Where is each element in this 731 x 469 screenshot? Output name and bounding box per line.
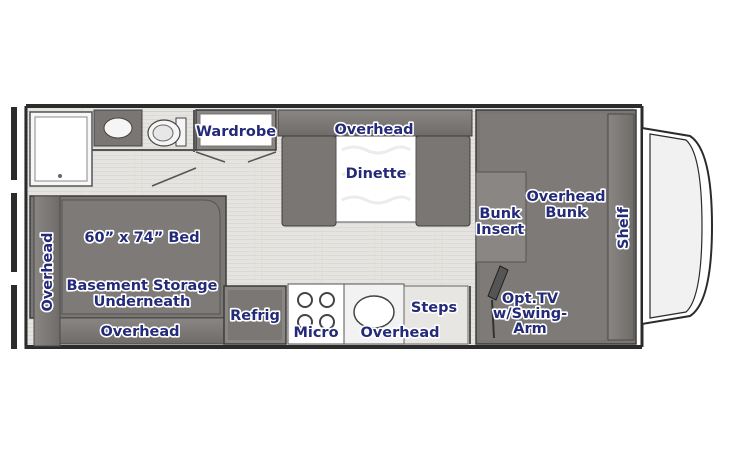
label-overhead-bunk-1: Overhead — [526, 189, 605, 205]
label-overhead-left: Overhead — [40, 232, 56, 311]
bathroom — [29, 109, 196, 187]
label-refrig: Refrig — [230, 308, 280, 324]
room-labels: Wardrobe Overhead Dinette Bunk Insert Ov… — [38, 120, 633, 342]
dinette — [277, 109, 473, 227]
label-overhead-bottom-left: Overhead — [100, 324, 179, 340]
tv-swing-arm — [487, 265, 509, 339]
label-tv-3: Arm — [513, 321, 546, 337]
toilet — [147, 117, 187, 147]
label-bunk-insert-2: Insert — [476, 222, 524, 238]
bed — [29, 195, 227, 347]
label-basement-storage: Basement Storage — [66, 278, 217, 294]
label-dinette: Dinette — [346, 166, 407, 182]
label-overhead-bunk-2: Bunk — [545, 205, 587, 221]
cab — [641, 126, 714, 326]
wardrobe — [151, 109, 277, 187]
cooktop — [287, 283, 345, 345]
label-shelf: Shelf — [616, 206, 632, 249]
label-tv-2: w/Swing- — [493, 306, 567, 322]
label-bunk-insert-1: Bunk — [479, 206, 521, 222]
label-micro: Micro — [293, 325, 338, 341]
sink — [93, 109, 143, 147]
label-basement-underneath: Underneath — [94, 294, 191, 310]
label-tv-1: Opt.TV — [502, 291, 559, 307]
kitchen-sink — [343, 283, 405, 345]
label-overhead-bottom-mid: Overhead — [360, 325, 439, 341]
kitchen — [223, 283, 471, 345]
label-bed: 60” x 74” Bed — [84, 230, 199, 246]
overhead-bunk — [475, 109, 637, 345]
label-wardrobe: Wardrobe — [196, 124, 276, 140]
label-steps: Steps — [411, 300, 457, 316]
label-overhead-top: Overhead — [334, 122, 413, 138]
